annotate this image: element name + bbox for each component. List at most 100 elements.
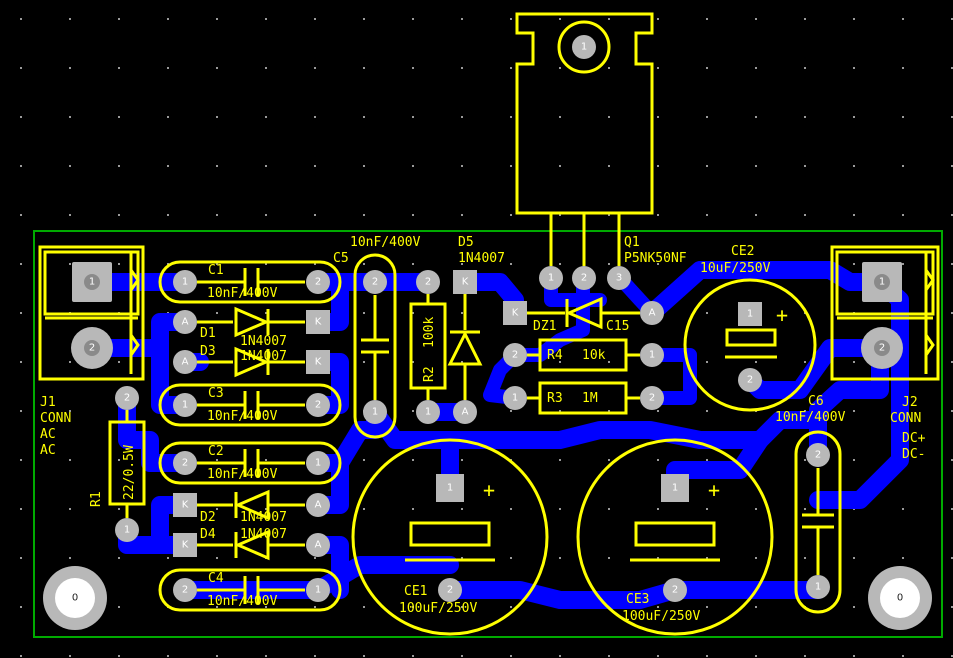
grid-dot xyxy=(951,165,953,167)
grid-dot xyxy=(20,18,22,20)
grid-dot xyxy=(20,116,22,118)
grid-dot xyxy=(951,18,953,20)
ce1-ref: CE1 xyxy=(404,584,427,599)
resistor-r2: 2 1 100k R2 xyxy=(409,270,447,424)
c2-ref: C2 xyxy=(208,444,224,459)
grid-dot xyxy=(951,508,953,510)
ce2-value: 10uF/250V xyxy=(700,261,771,276)
grid-dot xyxy=(461,116,463,118)
grid-dot xyxy=(804,361,806,363)
capacitor-ce1: 1 2 + CE1 100uF/250V xyxy=(351,438,549,636)
grid-dot xyxy=(314,214,316,216)
grid-dot xyxy=(706,361,708,363)
grid-dot xyxy=(20,410,22,412)
grid-dot xyxy=(706,214,708,216)
grid-dot xyxy=(216,557,218,559)
grid-dot xyxy=(951,67,953,69)
j2-ref: J2 xyxy=(902,395,918,410)
d2-ref: D2 xyxy=(200,510,216,525)
grid-dot xyxy=(118,508,120,510)
grid-dot xyxy=(902,18,904,20)
grid-dot xyxy=(804,655,806,657)
q1-ref: Q1 xyxy=(624,235,640,250)
grid-dot xyxy=(118,18,120,20)
ce1-plus: + xyxy=(483,478,495,502)
grid-dot xyxy=(69,263,71,265)
grid-dot xyxy=(314,165,316,167)
j2-pad2-label: 2 xyxy=(879,343,885,354)
grid-dot xyxy=(755,116,757,118)
grid-dot xyxy=(510,606,512,608)
ce2-plus: + xyxy=(776,303,788,327)
capacitor-c3: 1 2 C3 10nF/400V xyxy=(158,383,342,427)
grid-dot xyxy=(216,263,218,265)
grid-dot xyxy=(706,410,708,412)
grid-dot xyxy=(510,410,512,412)
grid-dot xyxy=(216,655,218,657)
grid-dot xyxy=(314,18,316,20)
grid-dot xyxy=(755,361,757,363)
ce1-pad1-label: 1 xyxy=(447,483,453,494)
grid-dot xyxy=(265,116,267,118)
grid-dot xyxy=(510,557,512,559)
grid-dot xyxy=(804,67,806,69)
grid-dot xyxy=(412,263,414,265)
grid-dot xyxy=(951,410,953,412)
grid-dot xyxy=(69,67,71,69)
d4-value: 1N4007 xyxy=(240,527,287,542)
ce1-pad2-label: 2 xyxy=(447,585,453,596)
j1-net2: AC xyxy=(40,443,56,458)
grid-dot xyxy=(510,214,512,216)
dz1-ref: DZ1 xyxy=(533,319,556,334)
grid-dot xyxy=(216,165,218,167)
diode-d5: K A D5 1N4007 xyxy=(447,235,505,424)
mounting-hole-right: 0 xyxy=(868,566,932,630)
capacitor-c1: 1 2 C1 10nF/400V xyxy=(158,260,342,304)
connector-j1: 1 2 J1 CONN AC AC xyxy=(38,245,145,458)
grid-dot xyxy=(902,263,904,265)
grid-dot xyxy=(314,606,316,608)
grid-dot xyxy=(461,655,463,657)
grid-dot xyxy=(265,312,267,314)
grid-dot xyxy=(706,459,708,461)
c4-ref: C4 xyxy=(208,571,224,586)
grid-dot xyxy=(167,165,169,167)
grid-dot xyxy=(412,165,414,167)
j1-net1: AC xyxy=(40,427,56,442)
grid-dot xyxy=(69,165,71,167)
d4-anode-label: A xyxy=(315,540,322,551)
grid-dot xyxy=(657,116,659,118)
r4-pad2-label: 2 xyxy=(512,350,518,361)
grid-dot xyxy=(510,165,512,167)
grid-dot xyxy=(608,655,610,657)
grid-dot xyxy=(265,655,267,657)
grid-dot xyxy=(461,18,463,20)
q1-pin2-label: 2 xyxy=(581,273,587,284)
grid-dot xyxy=(853,263,855,265)
ce2-pad2-label: 2 xyxy=(747,375,753,386)
grid-dot xyxy=(363,312,365,314)
grid-dot xyxy=(657,165,659,167)
grid-dot xyxy=(412,361,414,363)
grid-dot xyxy=(853,557,855,559)
grid-dot xyxy=(706,67,708,69)
grid-dot xyxy=(951,312,953,314)
r3-ref: R3 xyxy=(547,391,563,406)
r3-pad1-label: 1 xyxy=(512,393,518,404)
j2-net2: DC- xyxy=(902,447,925,462)
grid-dot xyxy=(559,459,561,461)
r1-pad2-label: 2 xyxy=(124,393,130,404)
capacitor-c5: 2 1 C5 10nF/400V xyxy=(333,235,421,439)
r2-ref: R2 xyxy=(422,366,437,382)
grid-dot xyxy=(804,214,806,216)
grid-dot xyxy=(902,214,904,216)
grid-dot xyxy=(559,508,561,510)
grid-dot xyxy=(559,410,561,412)
grid-dot xyxy=(314,67,316,69)
grid-dot xyxy=(951,606,953,608)
grid-dot xyxy=(363,361,365,363)
grid-dot xyxy=(412,606,414,608)
capacitor-c2: 2 1 C2 10nF/400V xyxy=(158,441,342,485)
c2-pad2-label: 2 xyxy=(182,458,188,469)
grid-dot xyxy=(755,18,757,20)
